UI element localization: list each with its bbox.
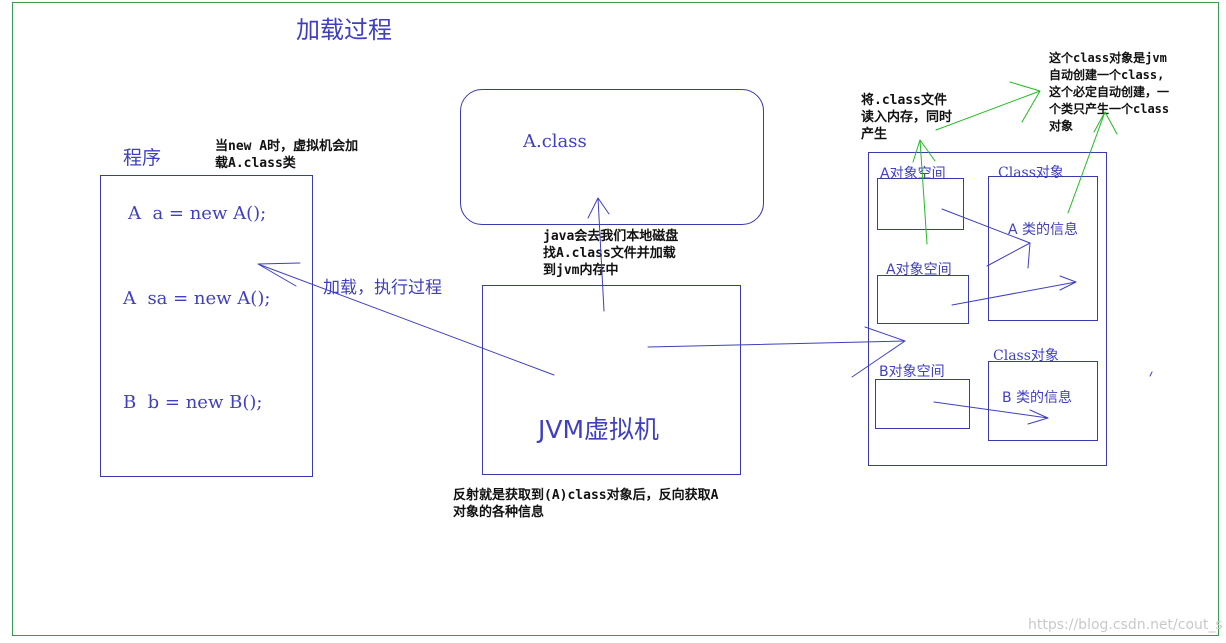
a2-to-class-arrow (951, 275, 1077, 306)
a1-to-class-arrow (941, 208, 1031, 269)
load-arrow (257, 262, 555, 376)
class-obj-a-label: Class对象 (998, 165, 1064, 181)
class-obj-b-info: B 类的信息 (1002, 390, 1073, 406)
diagram-title: 加载过程 (296, 16, 392, 44)
a-space-2-box (877, 275, 969, 324)
jvm-label: JVM虚拟机 (538, 415, 660, 444)
read-arrow (912, 139, 936, 245)
b-to-class-arrow (933, 401, 1049, 425)
load-arrow-label: 加载，执行过程 (323, 278, 442, 298)
watermark: https://blog.csdn.net/cout_s (1028, 617, 1223, 633)
code-line-2: A sa = new A(); (123, 288, 271, 309)
class-load-arrow (587, 197, 610, 312)
class-file-box (460, 89, 764, 225)
class-file-label: A.class (523, 131, 587, 152)
program-box (100, 175, 313, 477)
class-obj-b-label: Class对象 (993, 348, 1059, 364)
program-label: 程序 (123, 147, 162, 169)
memory-area-box (868, 152, 1107, 466)
disk-note: java会去我们本地磁盘 找A.class文件并加载 到jvm内存中 (543, 229, 679, 278)
b-space-label: B对象空间 (879, 364, 945, 380)
diagram-frame (12, 2, 1219, 636)
class-obj-b-box (988, 361, 1098, 441)
reflect-note: 反射就是获取到(A)class对象后，反向获取A 对象的各种信息 (453, 488, 719, 520)
jvm-box (482, 285, 741, 475)
note-arrow (935, 81, 1041, 131)
code-line-1: A a = new A(); (128, 203, 267, 224)
read-note: 将.class文件 读入内存，同时 产生 (861, 93, 953, 142)
new-note: 当new A时，虚拟机会加 载A.class类 (215, 139, 359, 171)
b-space-box (875, 379, 970, 429)
a-space-1-box (877, 178, 964, 230)
class-obj-a-box (988, 176, 1098, 321)
jvm-note: 这个class对象是jvm 自动创建一个class, 这个必定自动创建，一 个类… (1049, 51, 1170, 133)
a-space-2-label: A对象空间 (886, 262, 952, 278)
class-obj-arrow (1067, 111, 1118, 214)
code-line-3: B b = new B(); (123, 392, 263, 413)
class-obj-a-info: A 类的信息 (1008, 222, 1079, 238)
memory-arrow (647, 326, 906, 378)
